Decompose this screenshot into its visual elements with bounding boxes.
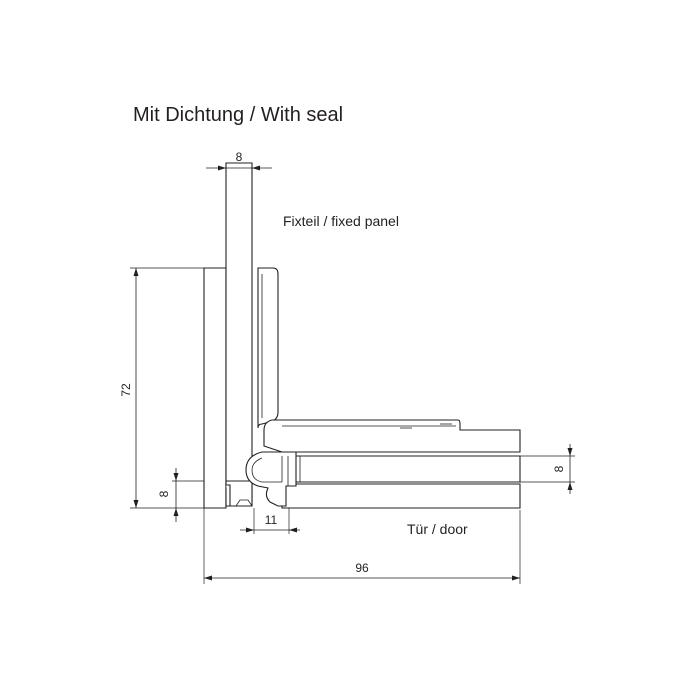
dimension-bottom-8: 8 xyxy=(157,468,179,522)
fixed-panel-label: Fixteil / fixed panel xyxy=(283,213,399,229)
dimension-right-8: 8 xyxy=(552,444,573,494)
dimension-height-72-text: 72 xyxy=(119,383,133,397)
dimension-width-96: 96 xyxy=(204,561,520,581)
door-label: Tür / door xyxy=(407,521,468,537)
diagram-title: Mit Dichtung / With seal xyxy=(133,104,344,126)
fixed-glass-panel xyxy=(225,162,253,507)
hinge-fixed-leaf xyxy=(203,162,279,509)
dimension-top-8-text: 8 xyxy=(236,150,243,164)
door-glass-panel xyxy=(281,455,521,483)
dimension-bottom-8-text: 8 xyxy=(157,490,171,497)
dimension-top-8: 8 xyxy=(206,150,272,171)
dimension-height-72: 72 xyxy=(119,268,139,508)
dimension-gap-11-text: 11 xyxy=(265,513,278,527)
dimension-gap-11: 11 xyxy=(240,513,300,533)
seal-profile xyxy=(245,451,297,507)
dimension-right-8-text: 8 xyxy=(552,465,566,472)
hinge-door-leaf xyxy=(263,419,521,509)
dimension-width-96-text: 96 xyxy=(355,561,369,575)
